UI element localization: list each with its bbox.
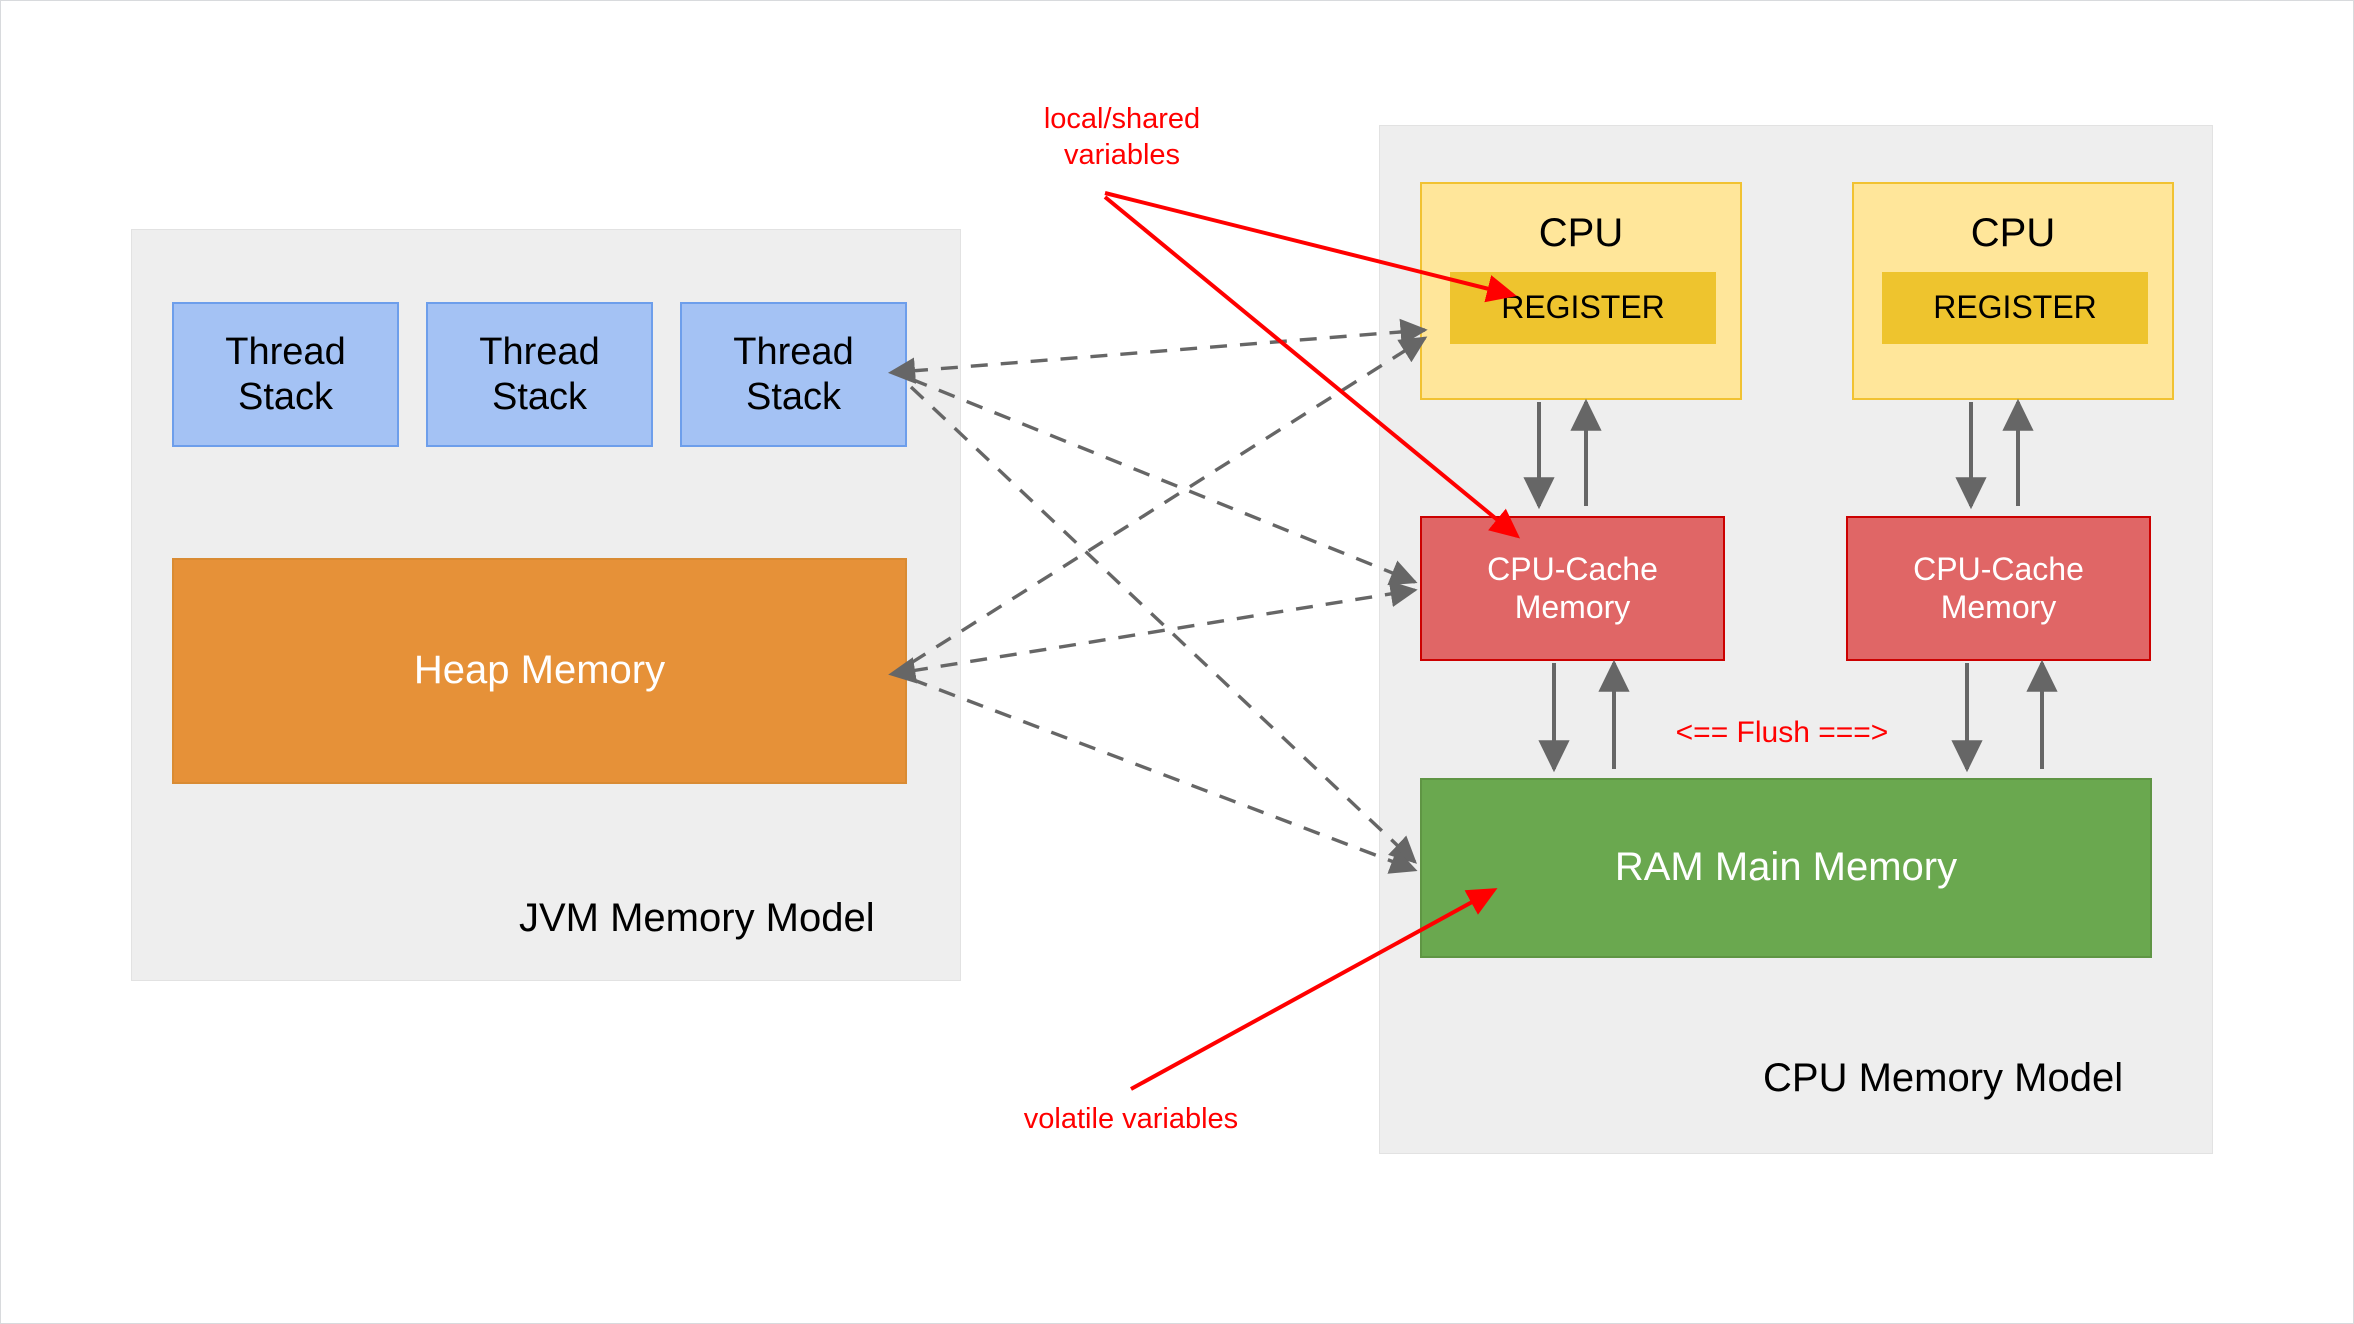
thread-stack-box-1: Thread Stack <box>172 302 399 447</box>
wire-threadstack-to-cache <box>910 377 1418 586</box>
cpu-cache-memory-box-2: CPU-Cache Memory <box>1846 516 2151 661</box>
dashed-connector-group <box>887 318 1428 874</box>
cpu-register-box-1: REGISTER <box>1450 272 1716 344</box>
cpu-core-label-1: CPU <box>1538 211 1624 255</box>
cpu-core-box-2: CPU REGISTER <box>1852 182 2174 400</box>
wire-heap-to-register <box>910 336 1428 665</box>
thread-stack-box-2: Thread Stack <box>426 302 653 447</box>
wire-heap-to-ram <box>910 677 1418 874</box>
flush-label: <== Flush ===> <box>1675 716 1889 749</box>
wire-threadstack-to-register <box>887 318 1428 384</box>
local-shared-variables-label: local/shared variables <box>1043 103 1201 172</box>
cpu-register-box-2: REGISTER <box>1882 272 2148 344</box>
thread-stack-box-3: Thread Stack <box>680 302 907 447</box>
volatile-variables-label: volatile variables <box>1023 1103 1239 1135</box>
wire-threadstack-to-ram <box>909 385 1417 864</box>
wire-heap-to-cache <box>888 580 1418 684</box>
heap-memory-box: Heap Memory <box>172 558 907 784</box>
cpu-cache-memory-box-1: CPU-Cache Memory <box>1420 516 1725 661</box>
ram-main-memory-box: RAM Main Memory <box>1420 778 2152 958</box>
jvm-memory-model-title: JVM Memory Model <box>519 896 875 940</box>
cpu-memory-model-title: CPU Memory Model <box>1763 1056 2124 1100</box>
cpu-core-box-1: CPU REGISTER <box>1420 182 1742 400</box>
cpu-core-label-2: CPU <box>1970 211 2056 255</box>
